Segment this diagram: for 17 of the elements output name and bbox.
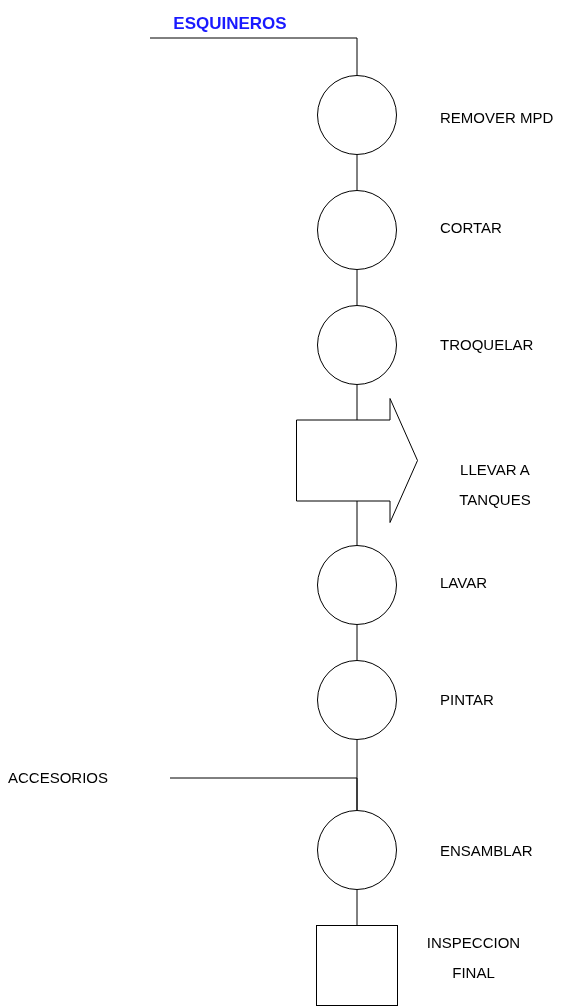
connector-line <box>169 777 358 811</box>
connector-line <box>356 154 358 191</box>
step-label: CORTAR <box>440 218 503 238</box>
step-label: LLEVAR A TANQUES <box>458 460 532 510</box>
connector-line <box>356 384 358 421</box>
step-label: INSPECCION FINAL <box>425 933 522 983</box>
step-label: PINTAR <box>440 690 495 710</box>
step-label: ENSAMBLAR <box>440 841 534 861</box>
connector-line <box>356 889 358 926</box>
connector-line <box>356 624 358 661</box>
connector-line <box>356 269 358 306</box>
step-label: TROQUELAR <box>440 335 535 355</box>
connector-line <box>149 37 358 76</box>
step-label: LAVAR <box>440 573 488 593</box>
step-label: REMOVER MPD <box>440 108 555 128</box>
input-component-label: ACCESORIOS <box>8 768 110 788</box>
input-material-label: ESQUINEROS <box>172 13 288 35</box>
